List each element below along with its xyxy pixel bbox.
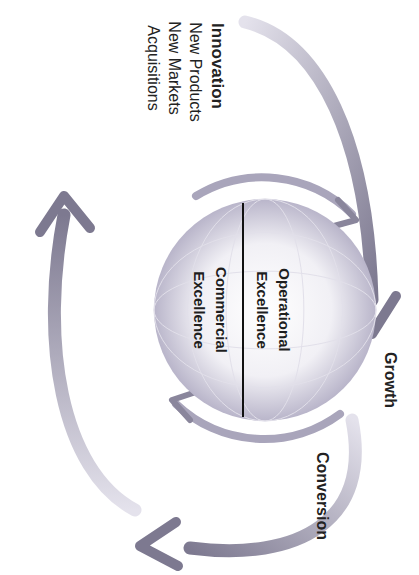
globe-text: Commercial Excellence [188, 250, 232, 370]
stage-heading: Innovation [207, 23, 227, 109]
stage-heading: Conversion [312, 452, 332, 540]
globe-text: Operational Excellence [251, 250, 295, 370]
stage-item: Acquisitions [143, 25, 163, 110]
stage-item: New Products [185, 22, 205, 122]
globe-circle: Operational Excellence Commercial Excelle… [150, 195, 380, 425]
stage-item: New Markets [164, 21, 184, 114]
stage-heading: Growth [380, 352, 400, 408]
